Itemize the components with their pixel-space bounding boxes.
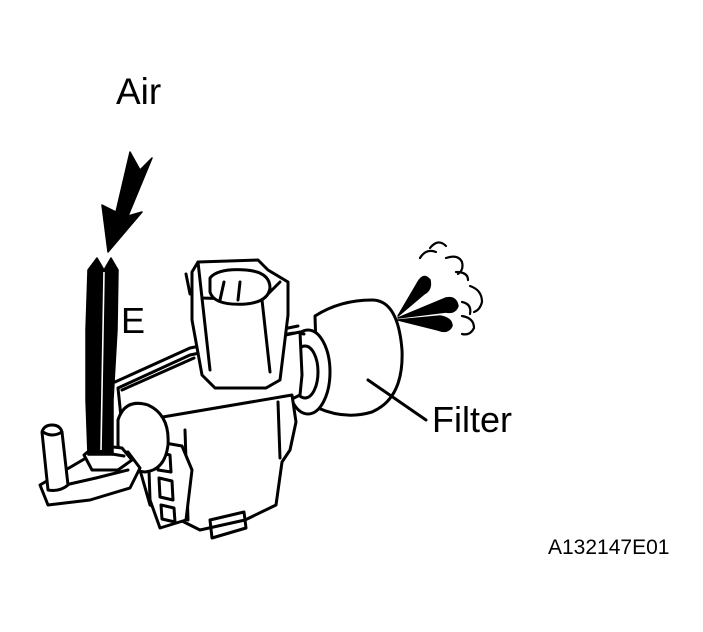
air-hose: [85, 257, 119, 456]
filter-label: Filter: [432, 399, 512, 440]
electrical-connector: [184, 258, 290, 390]
filter-leader-line: [366, 378, 428, 422]
port-e-nozzle: [38, 423, 142, 507]
figure-code: A132147E01: [548, 536, 670, 559]
air-flow-arrow-icon: [101, 151, 153, 253]
filter-cylinder: [284, 298, 404, 417]
air-spray-icon: [397, 241, 484, 336]
valve-body: [113, 324, 304, 540]
port-e-label: E: [121, 300, 146, 341]
air-label: Air: [116, 71, 162, 112]
